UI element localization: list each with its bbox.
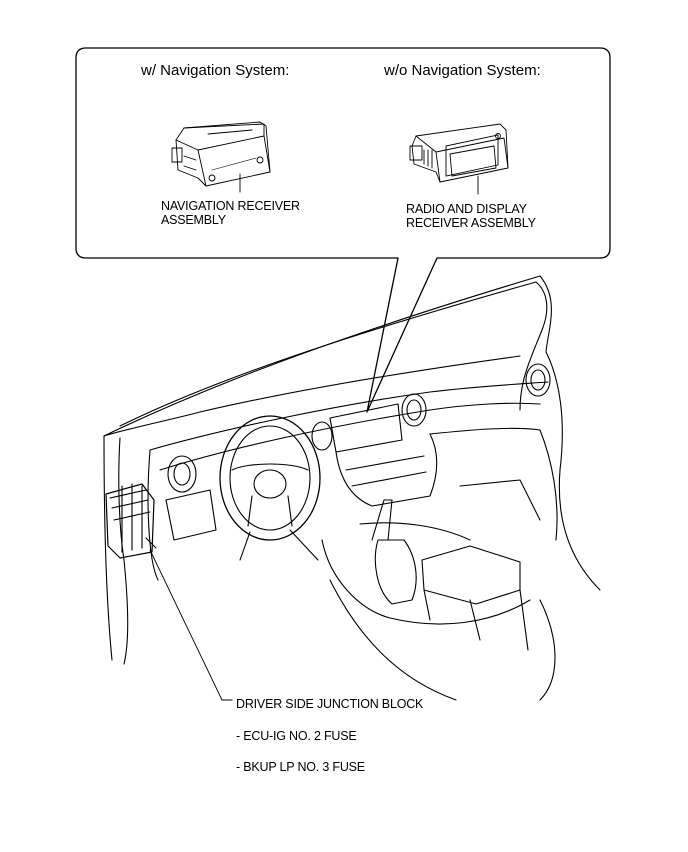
- callout-box: [75, 47, 611, 413]
- junction-block-label: DRIVER SIDE JUNCTION BLOCK: [236, 697, 424, 711]
- fuse-ecu-ig-label: - ECU-IG NO. 2 FUSE: [236, 729, 357, 743]
- radio-display-label-line1: RADIO AND DISPLAY: [406, 202, 527, 216]
- navigation-receiver-icon: [171, 121, 271, 193]
- navigation-receiver-label-line1: NAVIGATION RECEIVER: [161, 199, 300, 213]
- with-navigation-heading: w/ Navigation System:: [141, 62, 290, 79]
- fuse-bkup-lp-label: - BKUP LP NO. 3 FUSE: [236, 760, 365, 774]
- radio-display-receiver-icon: [409, 123, 509, 195]
- navigation-receiver-label-line2: ASSEMBLY: [161, 213, 226, 227]
- vehicle-interior-illustration: [103, 275, 601, 701]
- without-navigation-heading: w/o Navigation System:: [384, 62, 541, 79]
- radio-display-label-line2: RECEIVER ASSEMBLY: [406, 216, 536, 230]
